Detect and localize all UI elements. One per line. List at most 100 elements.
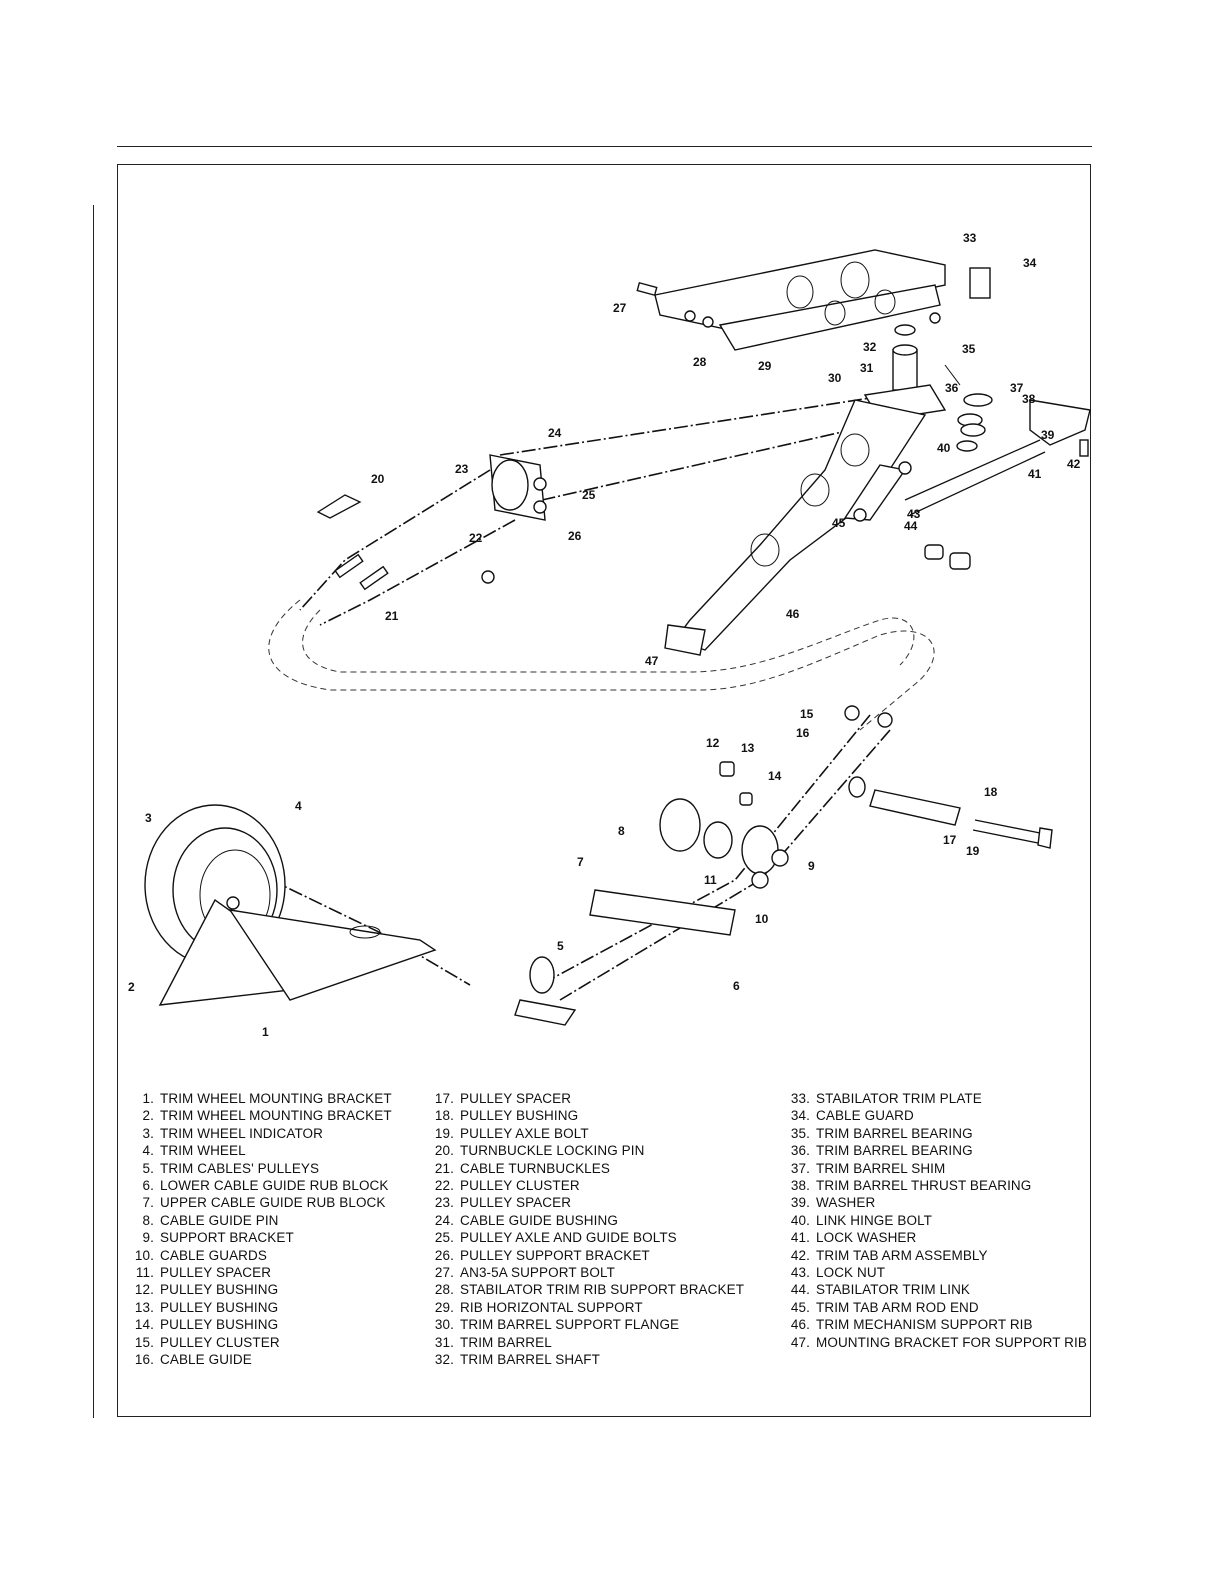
legend-item-number: 24. [434, 1212, 454, 1228]
legend-item-number: 34. [790, 1108, 810, 1124]
legend-item-label: TRIM BARREL SUPPORT FLANGE [460, 1317, 680, 1333]
legend-item: 11.PULLEY SPACER [130, 1264, 392, 1281]
legend-item-label: TRIM BARREL BEARING [816, 1125, 973, 1141]
legend-item-number: 14. [134, 1317, 154, 1333]
legend-item-number: 38. [790, 1178, 810, 1194]
callout-21: 21 [385, 609, 399, 623]
callout-14: 14 [768, 769, 782, 783]
legend-item: 4.TRIM WHEEL [130, 1142, 392, 1159]
legend-item-number: 27. [434, 1265, 454, 1281]
legend-item-number: 11. [135, 1265, 154, 1281]
legend-item-number: 37. [790, 1160, 810, 1176]
callout-7: 7 [577, 855, 584, 869]
legend-item-label: TRIM BARREL THRUST BEARING [816, 1178, 1032, 1194]
legend-item-label: PULLEY SUPPORT BRACKET [460, 1247, 650, 1263]
legend-item: 16. CABLE GUIDE [130, 1351, 392, 1368]
legend-item-label: TRIM BARREL BEARING [816, 1143, 973, 1159]
upper-cable-1 [499, 394, 891, 456]
legend-item-label: LINK HINGE BOLT [816, 1212, 933, 1228]
legend-item-label: RIB HORIZONTAL SUPPORT [460, 1299, 643, 1315]
legend-item-number: 9. [142, 1230, 154, 1246]
legend-item-label: TRIM TAB ARM ASSEMBLY [816, 1247, 988, 1263]
callout-31: 31 [860, 361, 874, 375]
legend-item: 33.STABILATOR TRIM PLATE [786, 1090, 1087, 1107]
legend-item: 34.CABLE GUARD [786, 1107, 1087, 1124]
legend-item-label: PULLEY AXLE BOLT [460, 1125, 589, 1141]
legend-item: 27.AN3-5A SUPPORT BOLT [430, 1264, 744, 1281]
legend-item-number: 31. [434, 1334, 454, 1350]
legend-item-number: 30. [434, 1317, 454, 1333]
callout-32: 32 [863, 340, 877, 354]
legend-item-label: MOUNTING BRACKET FOR SUPPORT RIB [816, 1334, 1087, 1350]
callout-30: 30 [828, 371, 842, 385]
legend-item-number: 6. [142, 1178, 154, 1194]
callout-37: 37 [1010, 381, 1024, 395]
washer-stack [956, 393, 993, 452]
legend-item-label: CABLE TURNBUCKLES [460, 1160, 610, 1176]
legend-item-label: PULLEY SPACER [460, 1195, 572, 1211]
legend-item-number: 42. [790, 1247, 810, 1263]
legend-item-label: PULLEY CLUSTER [160, 1334, 280, 1350]
legend-item: 2.TRIM WHEEL MOUNTING BRACKET [130, 1107, 392, 1124]
legend-item-label: PULLEY CLUSTER [460, 1178, 580, 1194]
legend-item: 19.PULLEY AXLE BOLT [430, 1125, 744, 1142]
legend-item: 23.PULLEY SPACER [430, 1194, 744, 1211]
upper-cable-3 [299, 469, 491, 611]
callout-28: 28 [693, 355, 707, 369]
legend-item: 25.PULLEY AXLE AND GUIDE BOLTS [430, 1229, 744, 1246]
legend-item-number: 3. [142, 1125, 154, 1141]
legend-item-number: 1. [142, 1091, 154, 1106]
callout-42: 42 [1067, 457, 1081, 471]
legend-item: 10.CABLE GUARDS [130, 1247, 392, 1264]
legend-item-number: 33. [790, 1091, 810, 1106]
legend-item-number: 15. [134, 1334, 154, 1350]
callout-38: 38 [1022, 392, 1036, 406]
legend-item: 26.PULLEY SUPPORT BRACKET [430, 1247, 744, 1264]
stabilator-trim-bracket [636, 249, 991, 351]
lower-cable-1 [539, 714, 871, 986]
legend-item-number: 32. [434, 1352, 454, 1368]
callout-41: 41 [1028, 467, 1042, 481]
legend-item-number: 7. [142, 1195, 154, 1211]
legend-item-label: TRIM BARREL [460, 1334, 552, 1350]
legend-item: 12.PULLEY BUSHING [130, 1281, 392, 1298]
legend-item-number: 40. [790, 1212, 810, 1228]
legend-item: 32.TRIM BARREL SHAFT [430, 1351, 744, 1368]
callout-34: 34 [1023, 256, 1037, 270]
callout-2: 2 [128, 980, 135, 994]
legend-item-label: CABLE GUIDE BUSHING [460, 1212, 618, 1228]
legend-item: 28.STABILATOR TRIM RIB SUPPORT BRACKET [430, 1281, 744, 1298]
legend-item: 43.LOCK NUT [786, 1264, 1087, 1281]
legend-item-label: PULLEY AXLE AND GUIDE BOLTS [460, 1230, 677, 1246]
legend-item: 42. TRIM TAB ARM ASSEMBLY [786, 1247, 1087, 1264]
legend-item: 39. WASHER [786, 1194, 1087, 1211]
legend-item: 18.PULLEY BUSHING [430, 1107, 744, 1124]
callout-17: 17 [943, 833, 957, 847]
legend-item-number: 21. [434, 1160, 454, 1176]
legend-item-label: TRIM TAB ARM ROD END [816, 1299, 979, 1315]
legend-item: 7.UPPER CABLE GUIDE RUB BLOCK [130, 1194, 392, 1211]
legend-item: 9. SUPPORT BRACKET [130, 1229, 392, 1246]
legend-item: 41.LOCK WASHER [786, 1229, 1087, 1246]
legend-item-label: CABLE GUARDS [160, 1247, 267, 1263]
legend-item-label: PULLEY BUSHING [160, 1317, 279, 1333]
legend-item-number: 39. [790, 1195, 810, 1211]
page-top-rule [117, 146, 1092, 147]
legend-item: 45.TRIM TAB ARM ROD END [786, 1299, 1087, 1316]
callout-9: 9 [808, 859, 815, 873]
legend-item-label: CABLE GUIDE [160, 1352, 252, 1368]
legend-item-number: 28. [434, 1282, 454, 1298]
callout-33: 33 [963, 231, 977, 245]
figure-frame [117, 164, 1091, 1417]
cable-routing-outline-inner [302, 609, 915, 673]
legend-item-label: LOCK NUT [816, 1265, 886, 1281]
callout-6: 6 [733, 979, 740, 993]
legend-item-label: WASHER [816, 1195, 876, 1211]
legend-item-number: 16. [134, 1352, 154, 1368]
legend-item: 20.TURNBUCKLE LOCKING PIN [430, 1142, 744, 1159]
legend-item-label: SUPPORT BRACKET [160, 1230, 294, 1246]
